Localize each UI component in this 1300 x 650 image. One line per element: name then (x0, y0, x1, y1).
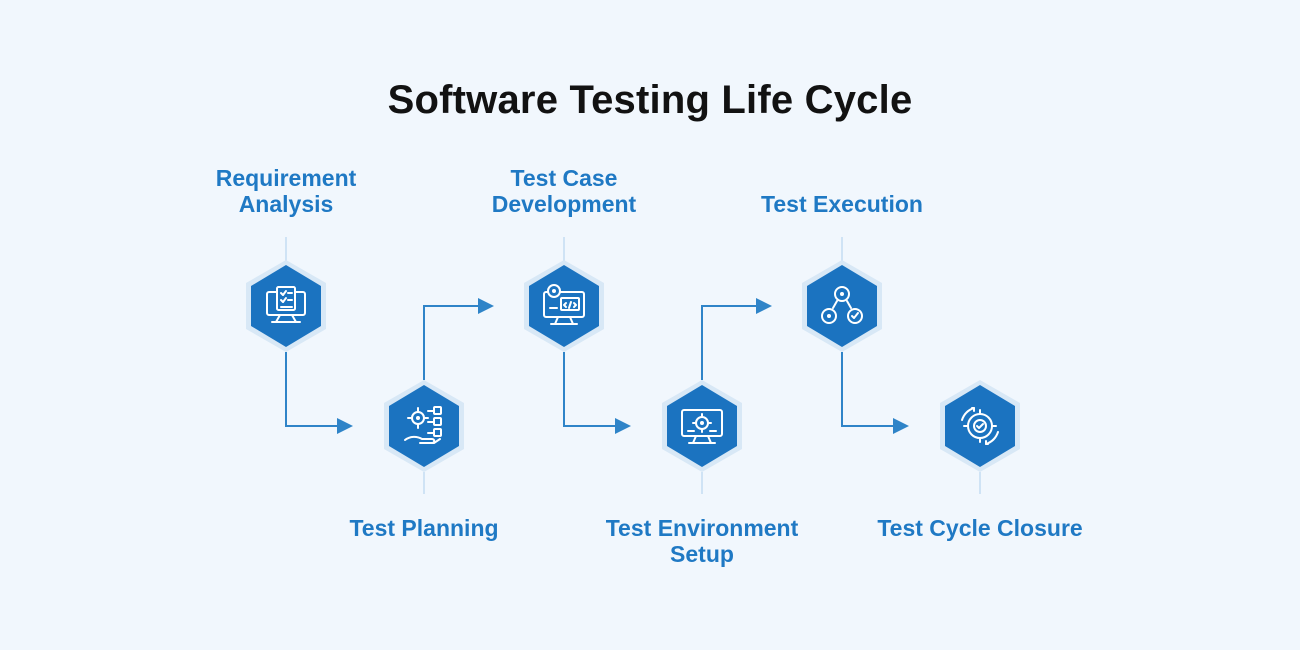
label-line: Requirement (215, 165, 357, 191)
label-line: Analysis (238, 191, 334, 217)
environment-setup-monitor-icon (681, 409, 723, 444)
label-line: Test Execution (761, 191, 923, 217)
label-test-cycle-closure: Test Cycle Closure (840, 515, 1120, 541)
cycle-closure-check-icon (961, 407, 999, 445)
label-line: Test Planning (349, 515, 499, 541)
label-line: Development (491, 191, 637, 217)
label-line: Setup (670, 541, 734, 567)
step-test-execution (802, 260, 882, 352)
connector-5-to-6 (841, 352, 909, 434)
step-test-case-development (524, 260, 604, 352)
label-test-planning: Test Planning (284, 515, 564, 541)
label-test-environment-setup: Test Environment Setup (562, 515, 842, 567)
step-test-environment-setup (662, 380, 742, 472)
step-test-cycle-closure (940, 380, 1020, 472)
connector-4-to-5 (701, 298, 772, 380)
code-development-monitor-icon (543, 284, 585, 325)
label-line: Test Case (510, 165, 618, 191)
connector-3-to-4 (563, 352, 631, 434)
requirements-checklist-monitor-icon (266, 286, 306, 323)
execution-workflow-icon (821, 286, 863, 324)
label-line: Test Environment (605, 515, 799, 541)
connector-2-to-3 (423, 298, 494, 380)
label-test-case-development: Test Case Development (424, 165, 704, 217)
step-test-planning (384, 380, 464, 472)
label-test-execution: Test Execution (702, 191, 982, 217)
page-title: Software Testing Life Cycle (387, 78, 913, 122)
connector-1-to-2 (285, 352, 353, 434)
label-requirement-analysis: Requirement Analysis (146, 165, 426, 217)
label-line: Test Cycle Closure (877, 515, 1083, 541)
step-requirement-analysis (246, 260, 326, 352)
gear-hand-plan-icon (404, 406, 442, 444)
